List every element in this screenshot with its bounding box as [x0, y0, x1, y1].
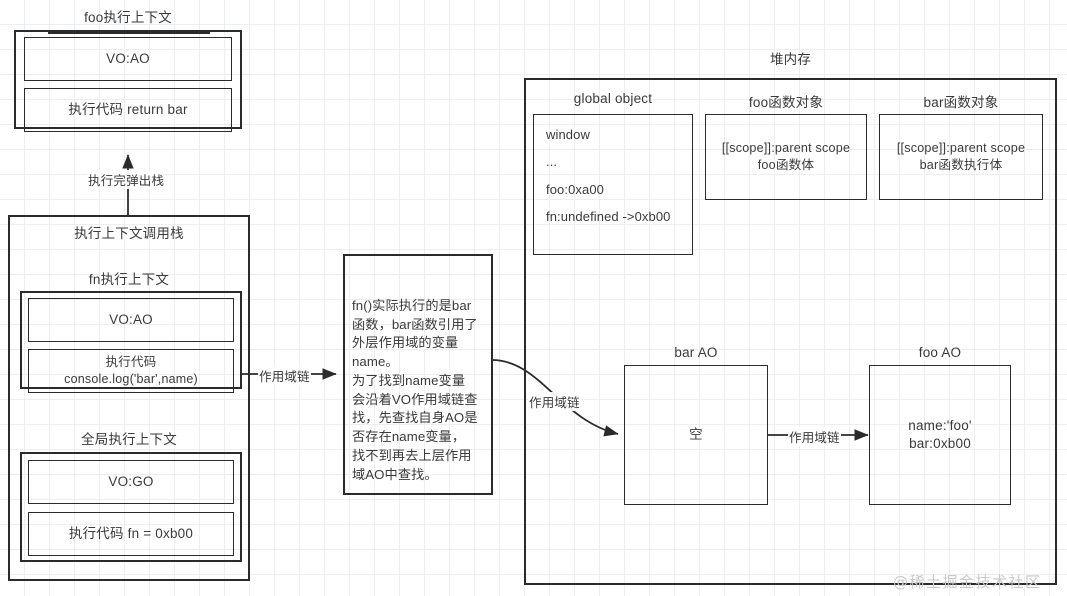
fn-execution-context-outer — [20, 291, 242, 389]
global-object-box — [533, 114, 693, 255]
global-object-lines: window ... foo:0xa00 fn:undefined ->0xb0… — [546, 127, 671, 224]
call-stack-box — [8, 215, 250, 581]
foo-function-object-title: foo函数对象 — [748, 95, 824, 110]
watermark: @稀土掘金技术社区 — [893, 573, 1042, 591]
foo-vo-box — [24, 37, 232, 81]
heap-memory-box — [524, 78, 1057, 585]
bar-function-object-title: bar函数对象 — [923, 95, 999, 110]
fn-vo-box — [28, 298, 234, 342]
global-context-title: 全局执行上下文 — [81, 432, 177, 447]
call-stack-title: 执行上下文调用栈 — [74, 226, 184, 241]
bar-function-object-box — [879, 114, 1043, 200]
global-code-box — [28, 512, 234, 556]
foo-code-box — [24, 88, 232, 132]
global-object-title: global object — [573, 91, 653, 106]
fn-vo-label: VO:AO — [109, 311, 153, 327]
foo-ao-body: name:'foo' bar:0xb00 — [908, 417, 972, 451]
global-vo-label: VO:GO — [108, 473, 154, 489]
foo-ao-title: foo AO — [918, 345, 962, 360]
fn-code-label: 执行代码 console.log('bar',name) — [64, 355, 198, 386]
pop-stack-label: 执行完弹出栈 — [87, 170, 166, 189]
bar-ao-body: 空 — [689, 426, 703, 442]
fn-code-box — [28, 349, 234, 393]
foo-function-object-body: [[scope]]:parent scope foo函数体 — [721, 141, 851, 172]
global-execution-context-outer — [20, 452, 242, 562]
scope-chain-label-2: 作用域链 — [528, 392, 581, 411]
global-vo-box — [28, 460, 234, 504]
fn-context-title: fn执行上下文 — [88, 272, 170, 287]
foo-context-title: foo执行上下文 — [84, 10, 172, 25]
scope-chain-label-3: 作用域链 — [788, 427, 841, 446]
foo-execution-context-outer — [14, 30, 242, 129]
foo-ao-box — [869, 365, 1011, 505]
note-box — [343, 254, 493, 495]
foo-code-label: 执行代码 return bar — [68, 101, 188, 117]
foo-vo-label: VO:AO — [106, 50, 150, 66]
bar-function-object-body: [[scope]]:parent scope bar函数执行体 — [896, 141, 1026, 172]
bar-ao-box — [624, 365, 768, 505]
foo-function-object-box — [705, 114, 867, 200]
note-text: fn()实际执行的是bar 函数，bar函数引用了 外层作用域的变量 name。… — [352, 298, 478, 482]
bar-ao-title: bar AO — [674, 345, 718, 360]
heap-title: 堆内存 — [769, 52, 812, 67]
global-code-label: 执行代码 fn = 0xb00 — [68, 525, 194, 541]
scope-chain-label-1: 作用域链 — [258, 366, 311, 385]
